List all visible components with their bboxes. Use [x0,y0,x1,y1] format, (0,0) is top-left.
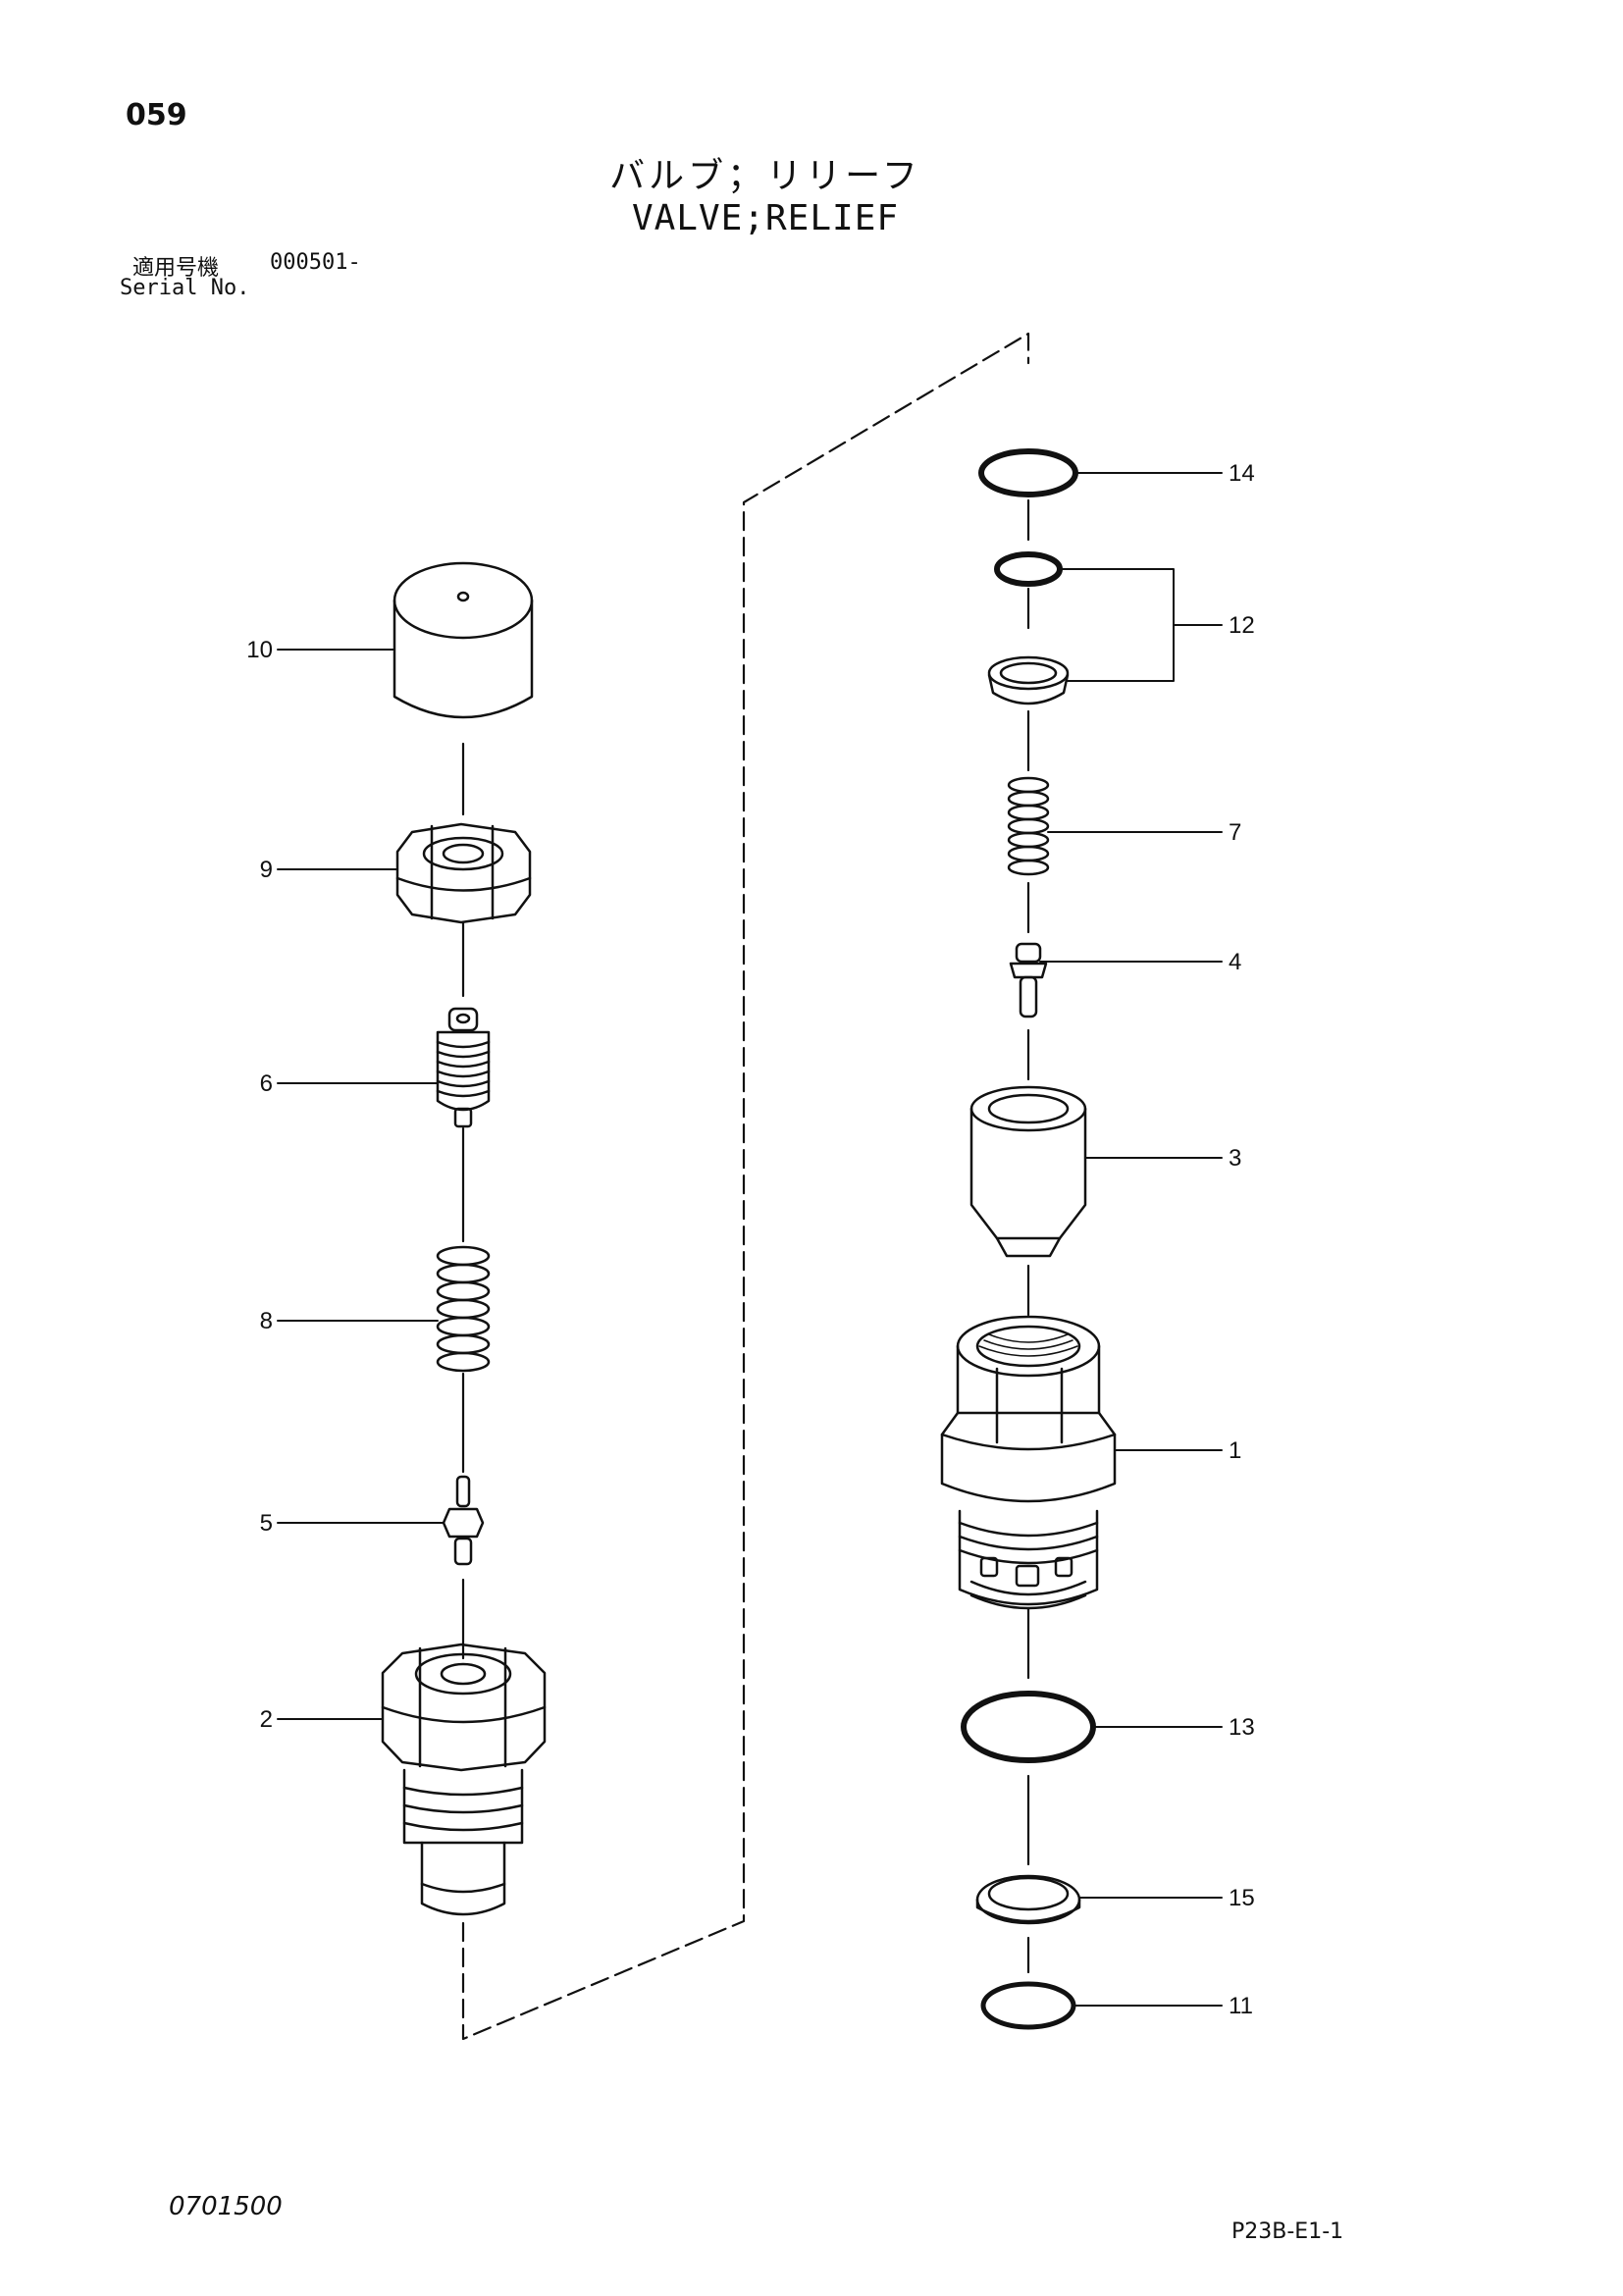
reference-code: P23B-E1-1 [1231,2219,1344,2244]
callout-13: 13 [1229,1714,1255,1741]
title-english: VALVE;RELIEF [631,198,900,238]
callout-2: 2 [260,1706,273,1733]
leader-lines [277,472,1223,2007]
part-1-body-drawing [940,1315,1117,1610]
part-13-oring-drawing [961,1691,1096,1763]
part-4-poppet-drawing [1009,942,1048,1018]
assembly-dashed-path [461,332,1030,2041]
page-number: 059 [126,98,187,132]
serial-label-english: Serial No. [120,276,250,300]
serial-range: 000501- [270,250,361,275]
part-3-sleeve-drawing [969,1085,1087,1258]
serial-label-japanese: 適用号機 [132,256,220,281]
callout-4: 4 [1229,949,1241,975]
part-2-plug-drawing [381,1643,547,1916]
callout-9: 9 [260,857,273,883]
leader-12-bracket [1059,568,1175,682]
callout-8: 8 [260,1308,273,1334]
part-7-spring-drawing [1007,776,1050,876]
document-code: 0701500 [169,2192,283,2221]
part-11-oring-drawing [980,1981,1076,2030]
part-15-backup-ring-drawing [975,1874,1081,1925]
callout-7: 7 [1229,819,1241,846]
part-5-pin-drawing [442,1475,485,1566]
callout-numbers: 10 9 6 8 5 2 14 12 7 4 3 1 13 15 11 [246,460,1254,2019]
part-9-nut-drawing [395,822,532,924]
part-6-poppet-drawing [436,1007,491,1128]
callout-6: 6 [260,1070,273,1097]
callout-11: 11 [1229,1993,1253,2019]
callout-12: 12 [1229,612,1255,639]
callout-5: 5 [260,1510,273,1537]
callout-10: 10 [246,637,273,663]
callout-3: 3 [1229,1145,1241,1172]
callout-14: 14 [1229,460,1255,487]
part-10-cap-drawing [393,561,534,719]
part-14-oring-drawing [978,448,1078,497]
part-8-spring-drawing [436,1245,491,1373]
callout-1: 1 [1229,1437,1241,1464]
title-japanese: バルブ；リリーフ [609,156,921,196]
callout-15: 15 [1229,1885,1255,1911]
